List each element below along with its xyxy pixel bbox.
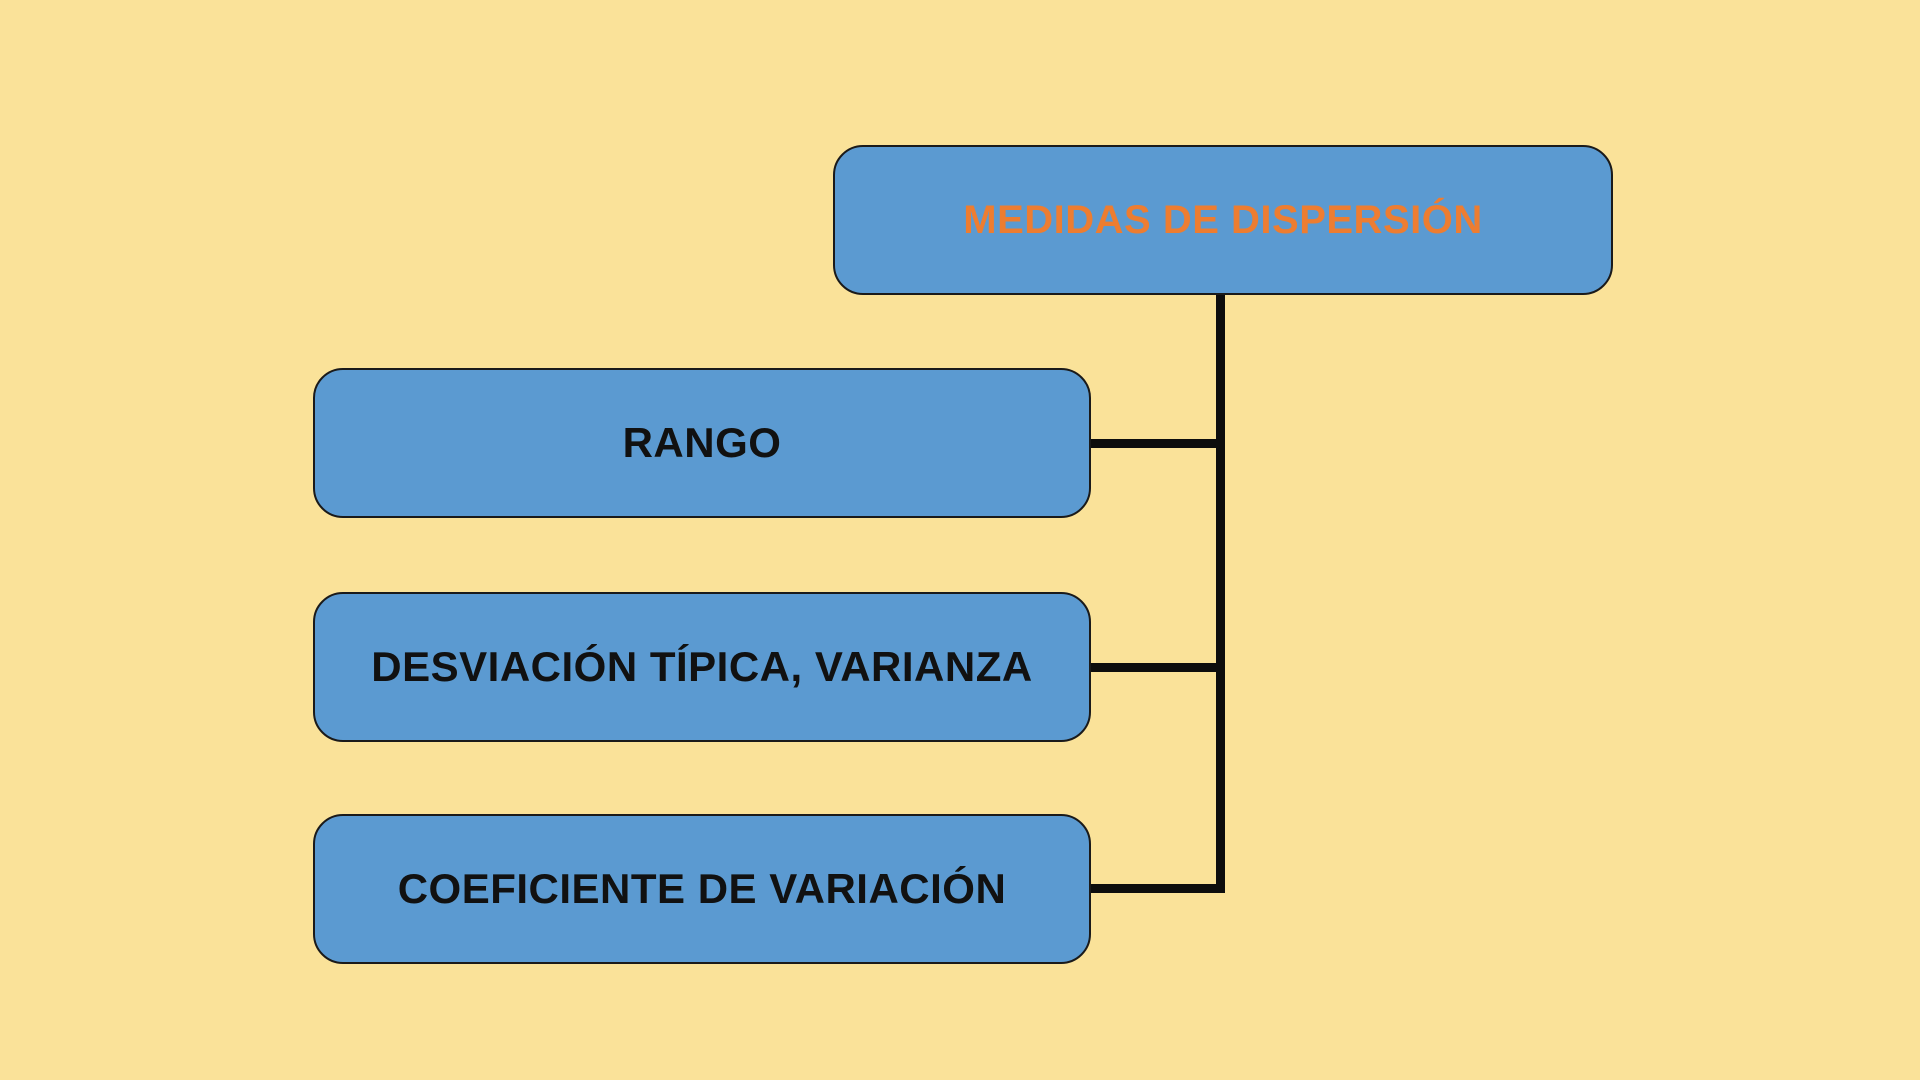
child-node-desviacion-tipica-varianza: DESVIACIÓN TÍPICA, VARIANZA (313, 592, 1091, 742)
child-node-label: COEFICIENTE DE VARIACIÓN (397, 865, 1007, 912)
child-node-rango: RANGO (313, 368, 1091, 518)
child-node-coeficiente-de-variacion: COEFICIENTE DE VARIACIÓN (313, 814, 1091, 964)
branch-connector-desviacion (1085, 663, 1220, 672)
root-node-medidas-de-dispersion: MEDIDAS DE DISPERSIÓN (833, 145, 1613, 295)
child-node-label: RANGO (622, 419, 782, 466)
trunk-connector-line (1216, 295, 1225, 893)
branch-connector-rango (1085, 439, 1220, 448)
child-node-label: DESVIACIÓN TÍPICA, VARIANZA (371, 643, 1033, 690)
branch-connector-coeficiente (1085, 884, 1220, 893)
root-node-label: MEDIDAS DE DISPERSIÓN (963, 197, 1483, 242)
